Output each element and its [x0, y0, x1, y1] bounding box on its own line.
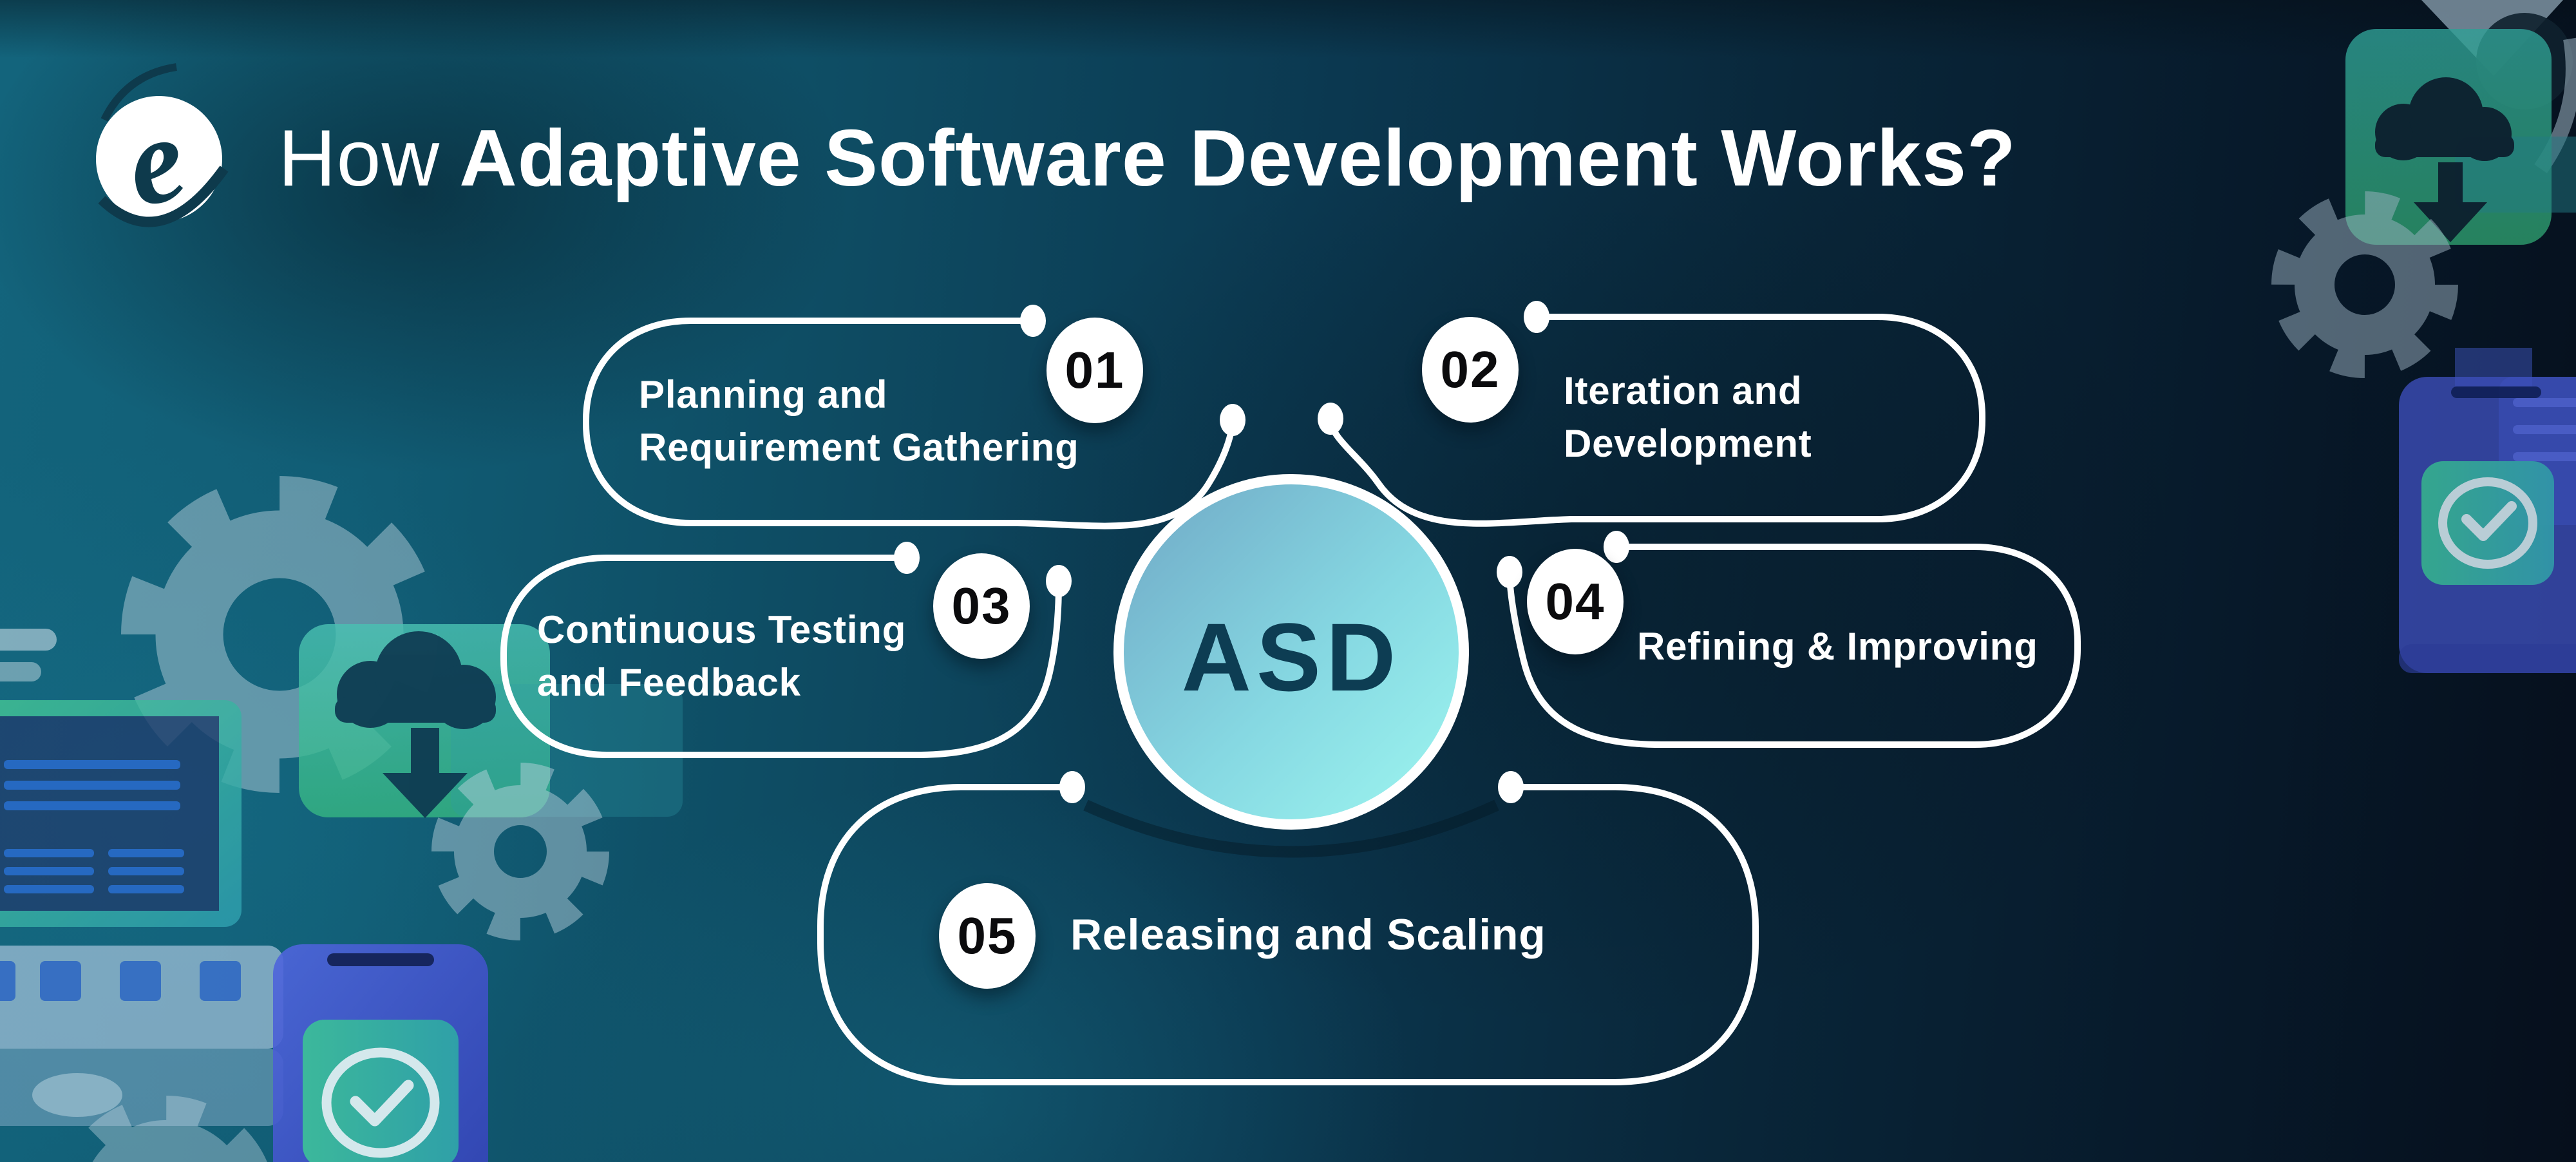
pill-outline-step-02: [1327, 314, 1985, 527]
asd-center-circle: [1113, 474, 1469, 830]
cloud-download-icon: [2345, 29, 2576, 245]
gear-icon: [431, 763, 609, 940]
step-badge-04: 04: [1527, 549, 1624, 654]
gear-icon: [65, 1096, 267, 1162]
connector-dot: [1046, 565, 1072, 597]
connector-dot: [1524, 301, 1549, 333]
right-decorations: [2271, 0, 2576, 673]
title-prefix: How: [278, 114, 440, 203]
step-label-03: Continuous Testing and Feedback: [537, 604, 906, 709]
connector-dot: [1059, 771, 1085, 803]
circle-shadow-arc: [1083, 799, 1499, 858]
list-lines-icon: [0, 629, 57, 681]
connector-dot: [1604, 531, 1629, 563]
step-label-02: Iteration and Development: [1564, 365, 1812, 470]
connector-dot: [1220, 404, 1245, 436]
step-label-line: Refining & Improving: [1637, 625, 2038, 668]
phone-check-app-icon: [273, 944, 488, 1162]
step-badge-01: 01: [1046, 318, 1143, 423]
title-main: Adaptive Software Development Works?: [459, 114, 2016, 203]
step-label-05: Releasing and Scaling: [1070, 906, 1546, 964]
pill-outline-step-04: [1506, 544, 2081, 748]
phone-clock-app-icon: [2399, 348, 2576, 673]
cloud-download-icon: [299, 624, 683, 818]
step-label-04: Refining & Improving: [1637, 620, 2038, 673]
center-acronym: ASD: [1181, 603, 1401, 711]
step-label-line: Iteration and: [1564, 369, 1803, 412]
step-label-line: Releasing and Scaling: [1070, 910, 1546, 959]
connector-dot: [1497, 556, 1522, 588]
step-badge-02: 02: [1422, 317, 1519, 423]
step-badge-03: 03: [933, 553, 1030, 659]
connector-dot: [1020, 305, 1046, 337]
connector-dot: [894, 542, 920, 574]
connector-dot: [1498, 771, 1524, 803]
left-decorations: [0, 476, 683, 1162]
gear-icon: [2271, 191, 2458, 378]
pill-outline-step-05: [817, 784, 1759, 1085]
step-label-line: Development: [1564, 422, 1812, 465]
step-label-line: Requirement Gathering: [639, 426, 1079, 469]
logo-globe-icon: e: [96, 63, 229, 234]
step-label-01: Planning and Requirement Gathering: [639, 368, 1079, 474]
step-label-line: and Feedback: [537, 661, 801, 704]
pill-outline-step-01: [583, 318, 1236, 529]
step-badge-05: 05: [939, 883, 1036, 989]
step-label-line: Continuous Testing: [537, 608, 907, 651]
laptop-code-icon: [0, 700, 283, 1126]
step-label-line: Planning and: [639, 373, 888, 416]
connector-dot: [1318, 403, 1343, 435]
pill-outline-step-03: [500, 555, 1062, 758]
